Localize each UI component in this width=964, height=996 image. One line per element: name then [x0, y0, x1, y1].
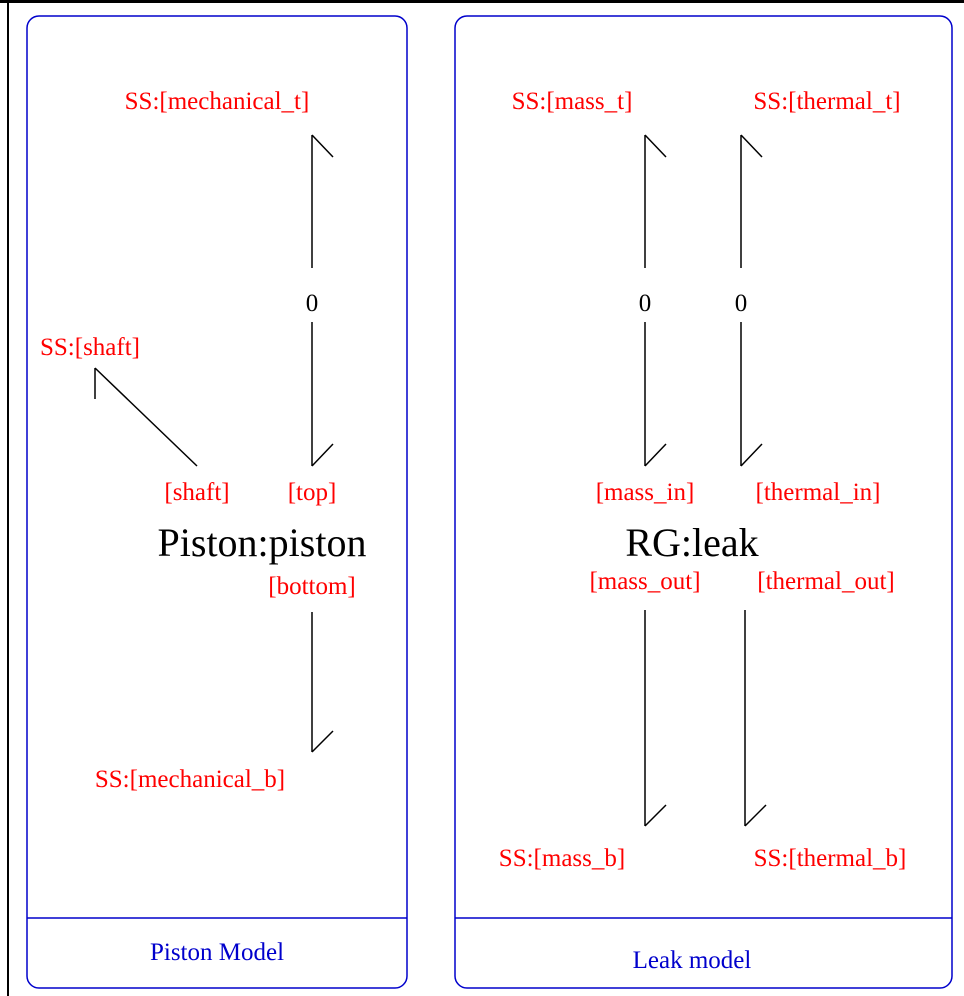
- port-bottom-label: [bottom]: [268, 573, 356, 600]
- mass-zero-junction: 0: [639, 290, 652, 317]
- ss-mechanical-t-label: SS:[mechanical_t]: [125, 88, 310, 115]
- bond-junction-to-thermal-in: [740, 322, 763, 467]
- bond-mechanical-t: [311, 134, 334, 268]
- port-shaft-label: [shaft]: [164, 479, 229, 506]
- ss-thermal-b-label: SS:[thermal_b]: [754, 845, 907, 872]
- bond-mass-t: [644, 134, 667, 268]
- ss-mass-b-label: SS:[mass_b]: [499, 845, 625, 872]
- port-mass-in-label: [mass_in]: [596, 479, 695, 506]
- leak-frame: [454, 15, 953, 989]
- rg-leak-component-label: RG:leak: [625, 520, 758, 565]
- bond-thermal-t: [740, 134, 763, 268]
- port-thermal-in-label: [thermal_in]: [756, 479, 881, 506]
- ss-shaft-label: SS:[shaft]: [40, 334, 140, 361]
- piston-frame: [26, 15, 408, 989]
- port-top-label: [top]: [288, 479, 337, 506]
- port-thermal-out-label: [thermal_out]: [757, 568, 894, 595]
- ss-mechanical-b-label: SS:[mechanical_b]: [95, 766, 285, 793]
- ss-thermal-t-label: SS:[thermal_t]: [753, 88, 900, 115]
- leak-panel: SS:[mass_t] SS:[thermal_t] 0 0 [mass_in]…: [454, 15, 953, 989]
- piston-panel: SS:[mechanical_t] 0 SS:[shaft] [shaft] […: [26, 15, 408, 989]
- port-mass-out-label: [mass_out]: [589, 568, 700, 595]
- bond-junction-to-top: [311, 322, 334, 467]
- bond-mechanical-b: [311, 612, 334, 753]
- bond-mass-b: [644, 610, 667, 827]
- bond-thermal-b: [744, 610, 767, 827]
- bond-junction-to-mass-in: [644, 322, 667, 467]
- thermal-zero-junction: 0: [735, 290, 748, 317]
- bond-shaft: [94, 367, 198, 467]
- leak-model-caption: Leak model: [633, 947, 752, 974]
- piston-model-caption: Piston Model: [150, 939, 284, 966]
- ss-mass-t-label: SS:[mass_t]: [512, 88, 633, 115]
- piston-component-label: Piston:piston: [158, 520, 367, 565]
- piston-zero-junction: 0: [306, 290, 319, 317]
